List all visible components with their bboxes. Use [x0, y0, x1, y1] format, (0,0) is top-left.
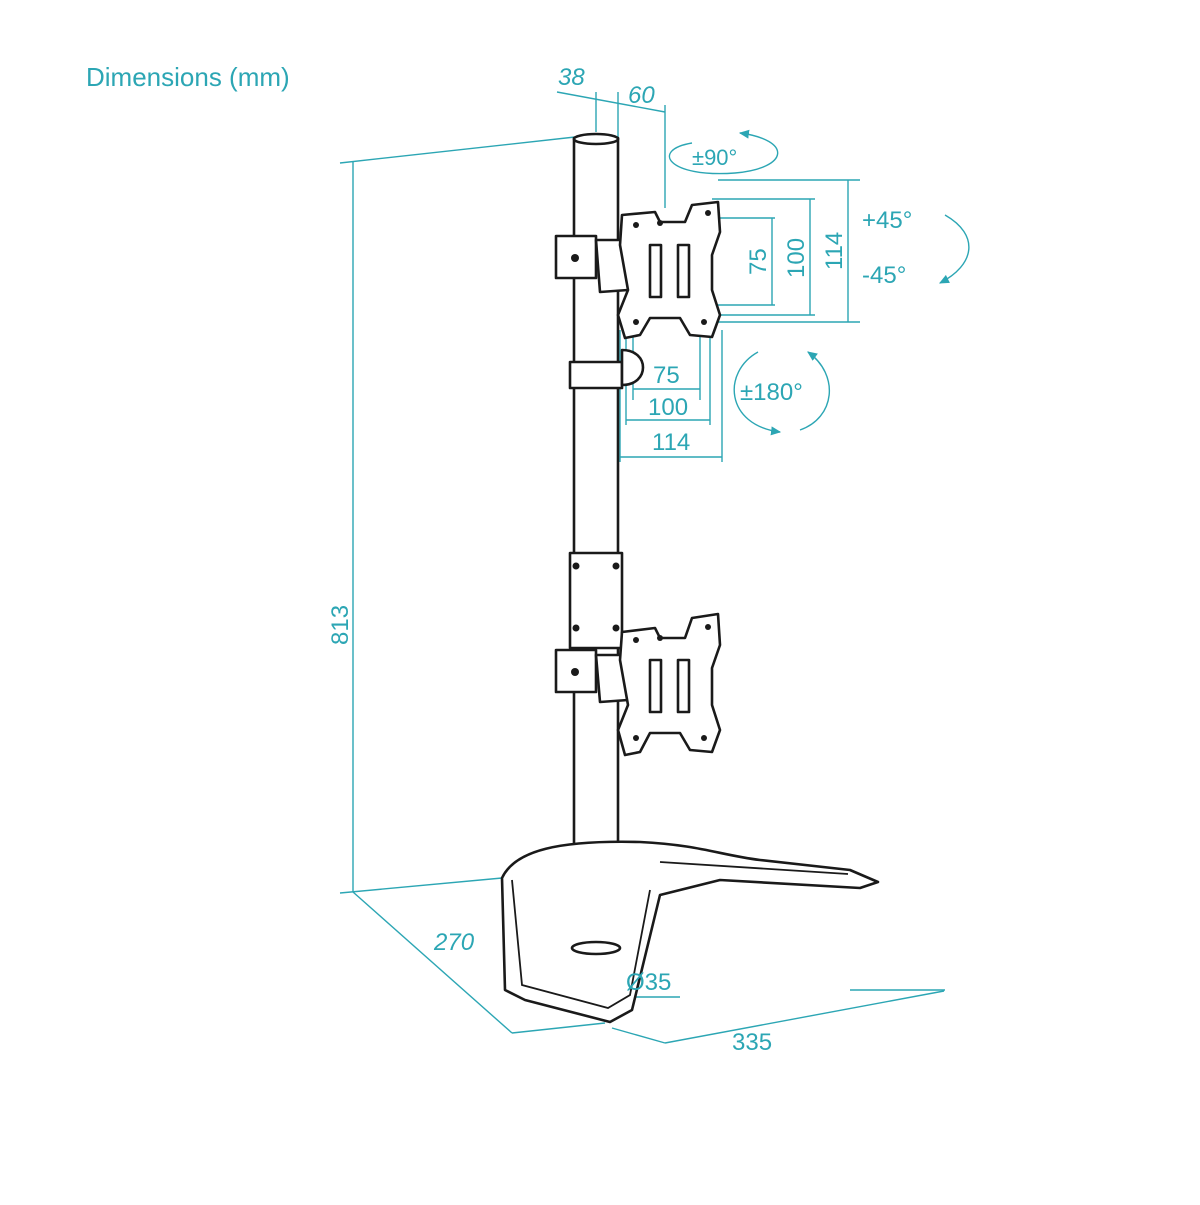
tilt-up-label: +45°	[862, 207, 912, 234]
vesa-horizontal-100-label: 100	[648, 394, 688, 421]
vesa-horizontal-75-label: 75	[653, 362, 680, 389]
vesa-vertical-75-label: 75	[745, 248, 772, 275]
pole-offset-label: 38	[558, 64, 585, 91]
dimension-labels: 38 60 813 270 335 Ø35 75 100 114 75 100 …	[327, 64, 912, 1056]
base-width-label: 335	[732, 1029, 772, 1056]
swivel-label: ±90°	[692, 145, 737, 170]
rotate-label: ±180°	[740, 379, 803, 406]
base-depth-label: 270	[433, 929, 475, 956]
page-title: Dimensions (mm)	[86, 62, 290, 92]
vesa-vertical-100-label: 100	[783, 238, 810, 278]
tilt-down-label: -45°	[862, 262, 906, 289]
total-height-label: 813	[327, 605, 354, 645]
vesa-vertical-114-label: 114	[821, 232, 848, 270]
lower-monitor-mount	[554, 612, 722, 757]
upper-monitor-mount	[554, 200, 722, 340]
rotation-arrows	[668, 129, 970, 436]
pole-diameter-label: Ø35	[626, 969, 671, 996]
stand-base	[500, 840, 880, 1024]
vesa-horizontal-114-label: 114	[652, 429, 690, 456]
dimension-lines	[339, 91, 945, 1044]
arm-offset-label: 60	[628, 82, 655, 109]
